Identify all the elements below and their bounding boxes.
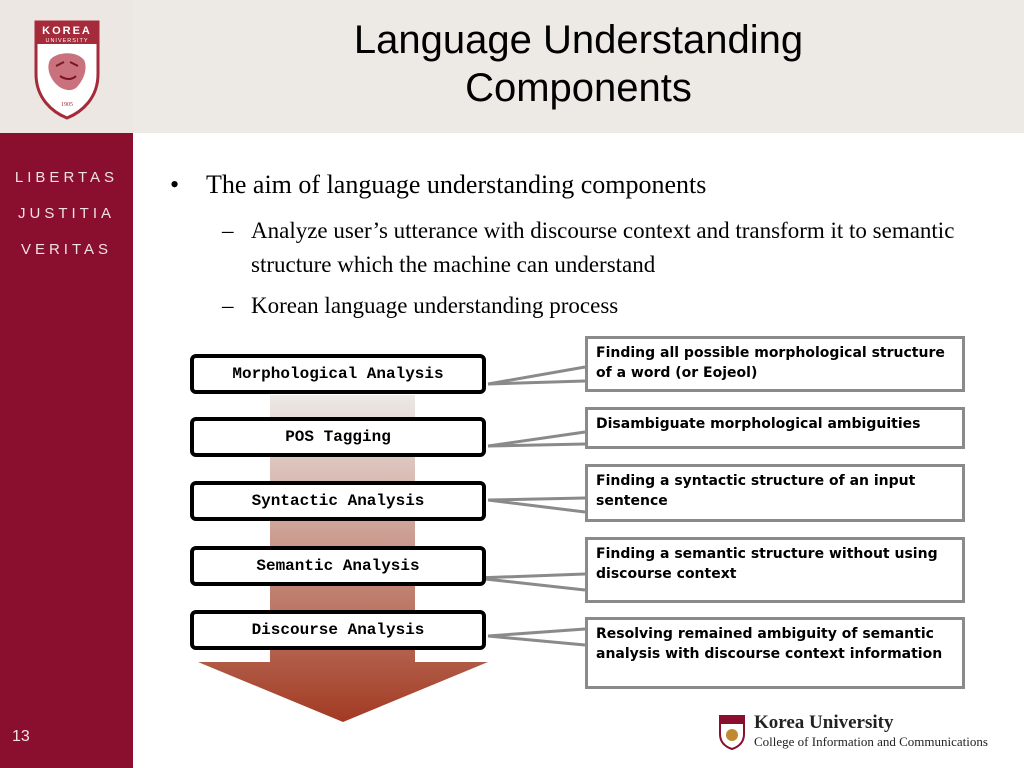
description-discourse: Resolving remained ambiguity of semantic…: [585, 617, 965, 689]
description-pos-tagging: Disambiguate morphological ambiguities: [585, 407, 965, 449]
description-morphological: Finding all possible morphological struc…: [585, 336, 965, 392]
process-semantic-analysis: Semantic Analysis: [190, 546, 486, 586]
motto: LIBERTAS JUSTITIA VERITAS: [0, 168, 133, 276]
process-pos-tagging: POS Tagging: [190, 417, 486, 457]
process-discourse-analysis: Discourse Analysis: [190, 610, 486, 650]
connector-line-5-1: [487, 627, 586, 638]
footer-logo: Korea University College of Information …: [718, 712, 1018, 752]
connector-line-4-1: [475, 572, 586, 580]
bullet-text: The aim of language understanding compon…: [206, 170, 707, 199]
connector-line-3-2: [487, 498, 586, 514]
subbullet-marker: –: [222, 293, 234, 318]
connector-line-1-1: [487, 365, 586, 386]
university-logo: KOREA UNIVERSITY 1905: [34, 20, 100, 120]
subbullet-marker: –: [222, 218, 234, 243]
connector-line-2-2: [487, 442, 586, 448]
motto-veritas: VERITAS: [20, 241, 113, 258]
motto-justitia: JUSTITIA: [17, 205, 115, 222]
description-semantic: Finding a semantic structure without usi…: [585, 537, 965, 603]
slide-number: 13: [12, 728, 30, 745]
connector-lines: [475, 365, 586, 647]
connector-line-1-2: [487, 379, 586, 386]
title-line-2: Components: [465, 66, 692, 110]
logo-name: KOREA: [42, 25, 92, 37]
footer-university-name: Korea University: [754, 712, 894, 733]
description-syntactic: Finding a syntactic structure of an inpu…: [585, 464, 965, 522]
process-syntactic-analysis: Syntactic Analysis: [190, 481, 486, 521]
footer-college-name: College of Information and Communication…: [754, 734, 988, 749]
connector-line-2-1: [487, 430, 586, 448]
logo-year: 1905: [61, 102, 73, 108]
process-morphological-analysis: Morphological Analysis: [190, 354, 486, 394]
logo-sub: UNIVERSITY: [45, 38, 88, 44]
slide-title: Language Understanding Components: [133, 16, 1024, 112]
title-line-1: Language Understanding: [353, 18, 804, 62]
title-band: [133, 0, 1024, 133]
connector-line-4-2: [475, 576, 586, 592]
bullet-marker: •: [170, 170, 180, 199]
subbullet-text: Analyze user’s utterance with discourse …: [251, 218, 955, 277]
subbullet-text: Korean language understanding process: [251, 293, 619, 318]
connector-line-5-2: [487, 634, 586, 647]
footer-crest-icon: [719, 715, 745, 750]
motto-libertas: LIBERTAS: [14, 169, 119, 186]
connector-line-3-1: [487, 496, 586, 502]
